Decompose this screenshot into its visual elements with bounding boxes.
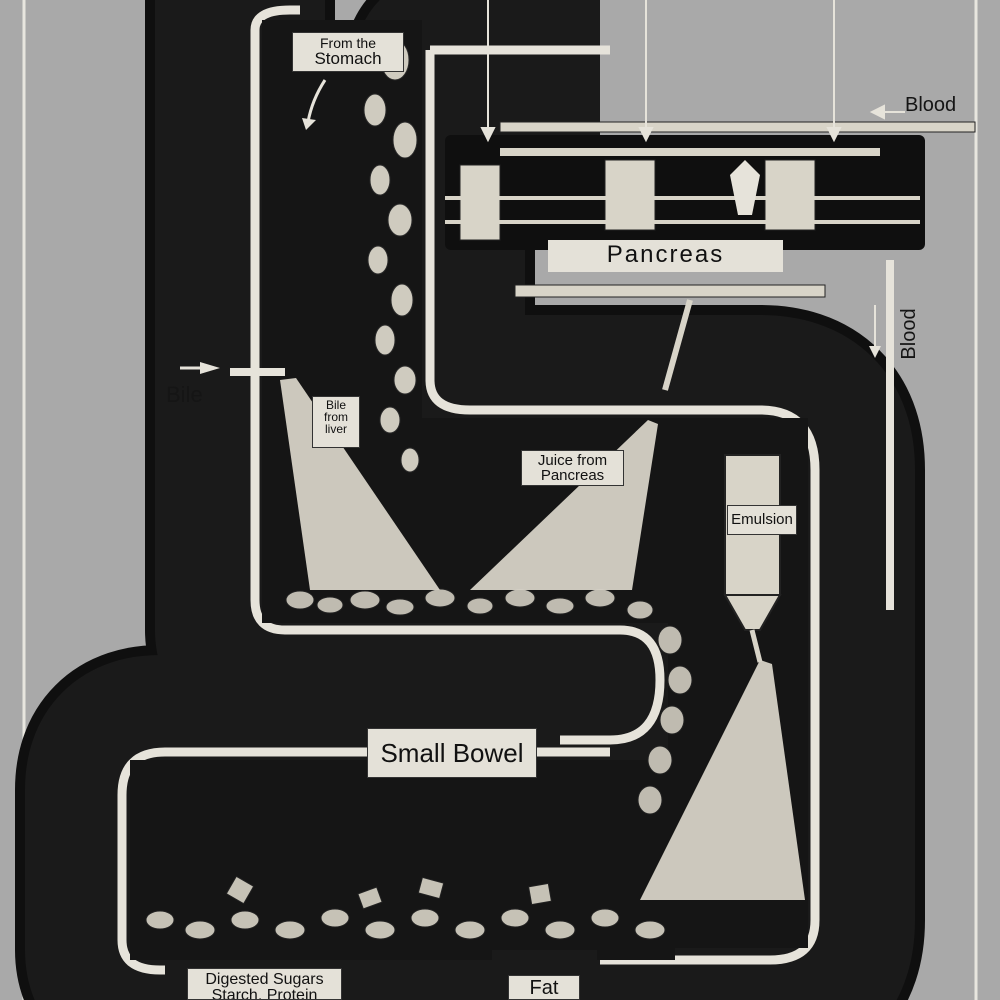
juice-from-pancreas-label: Juice from Pancreas (521, 450, 624, 486)
fat-label: Fat (508, 975, 580, 1000)
small-bowel-label: Small Bowel (367, 728, 537, 778)
blood-out-label: Blood (898, 304, 922, 364)
from-stomach-label: From the Stomach (292, 32, 404, 72)
digested-sugars-label: Digested Sugars Starch, Protein (187, 968, 342, 1000)
pancreas-label: Pancreas (548, 240, 783, 272)
blood-in-label: Blood (905, 94, 956, 117)
emulsion-label: Emulsion (727, 505, 797, 535)
bile-label: Bile (166, 382, 203, 408)
bile-from-liver-label: Bile from liver (312, 396, 360, 448)
